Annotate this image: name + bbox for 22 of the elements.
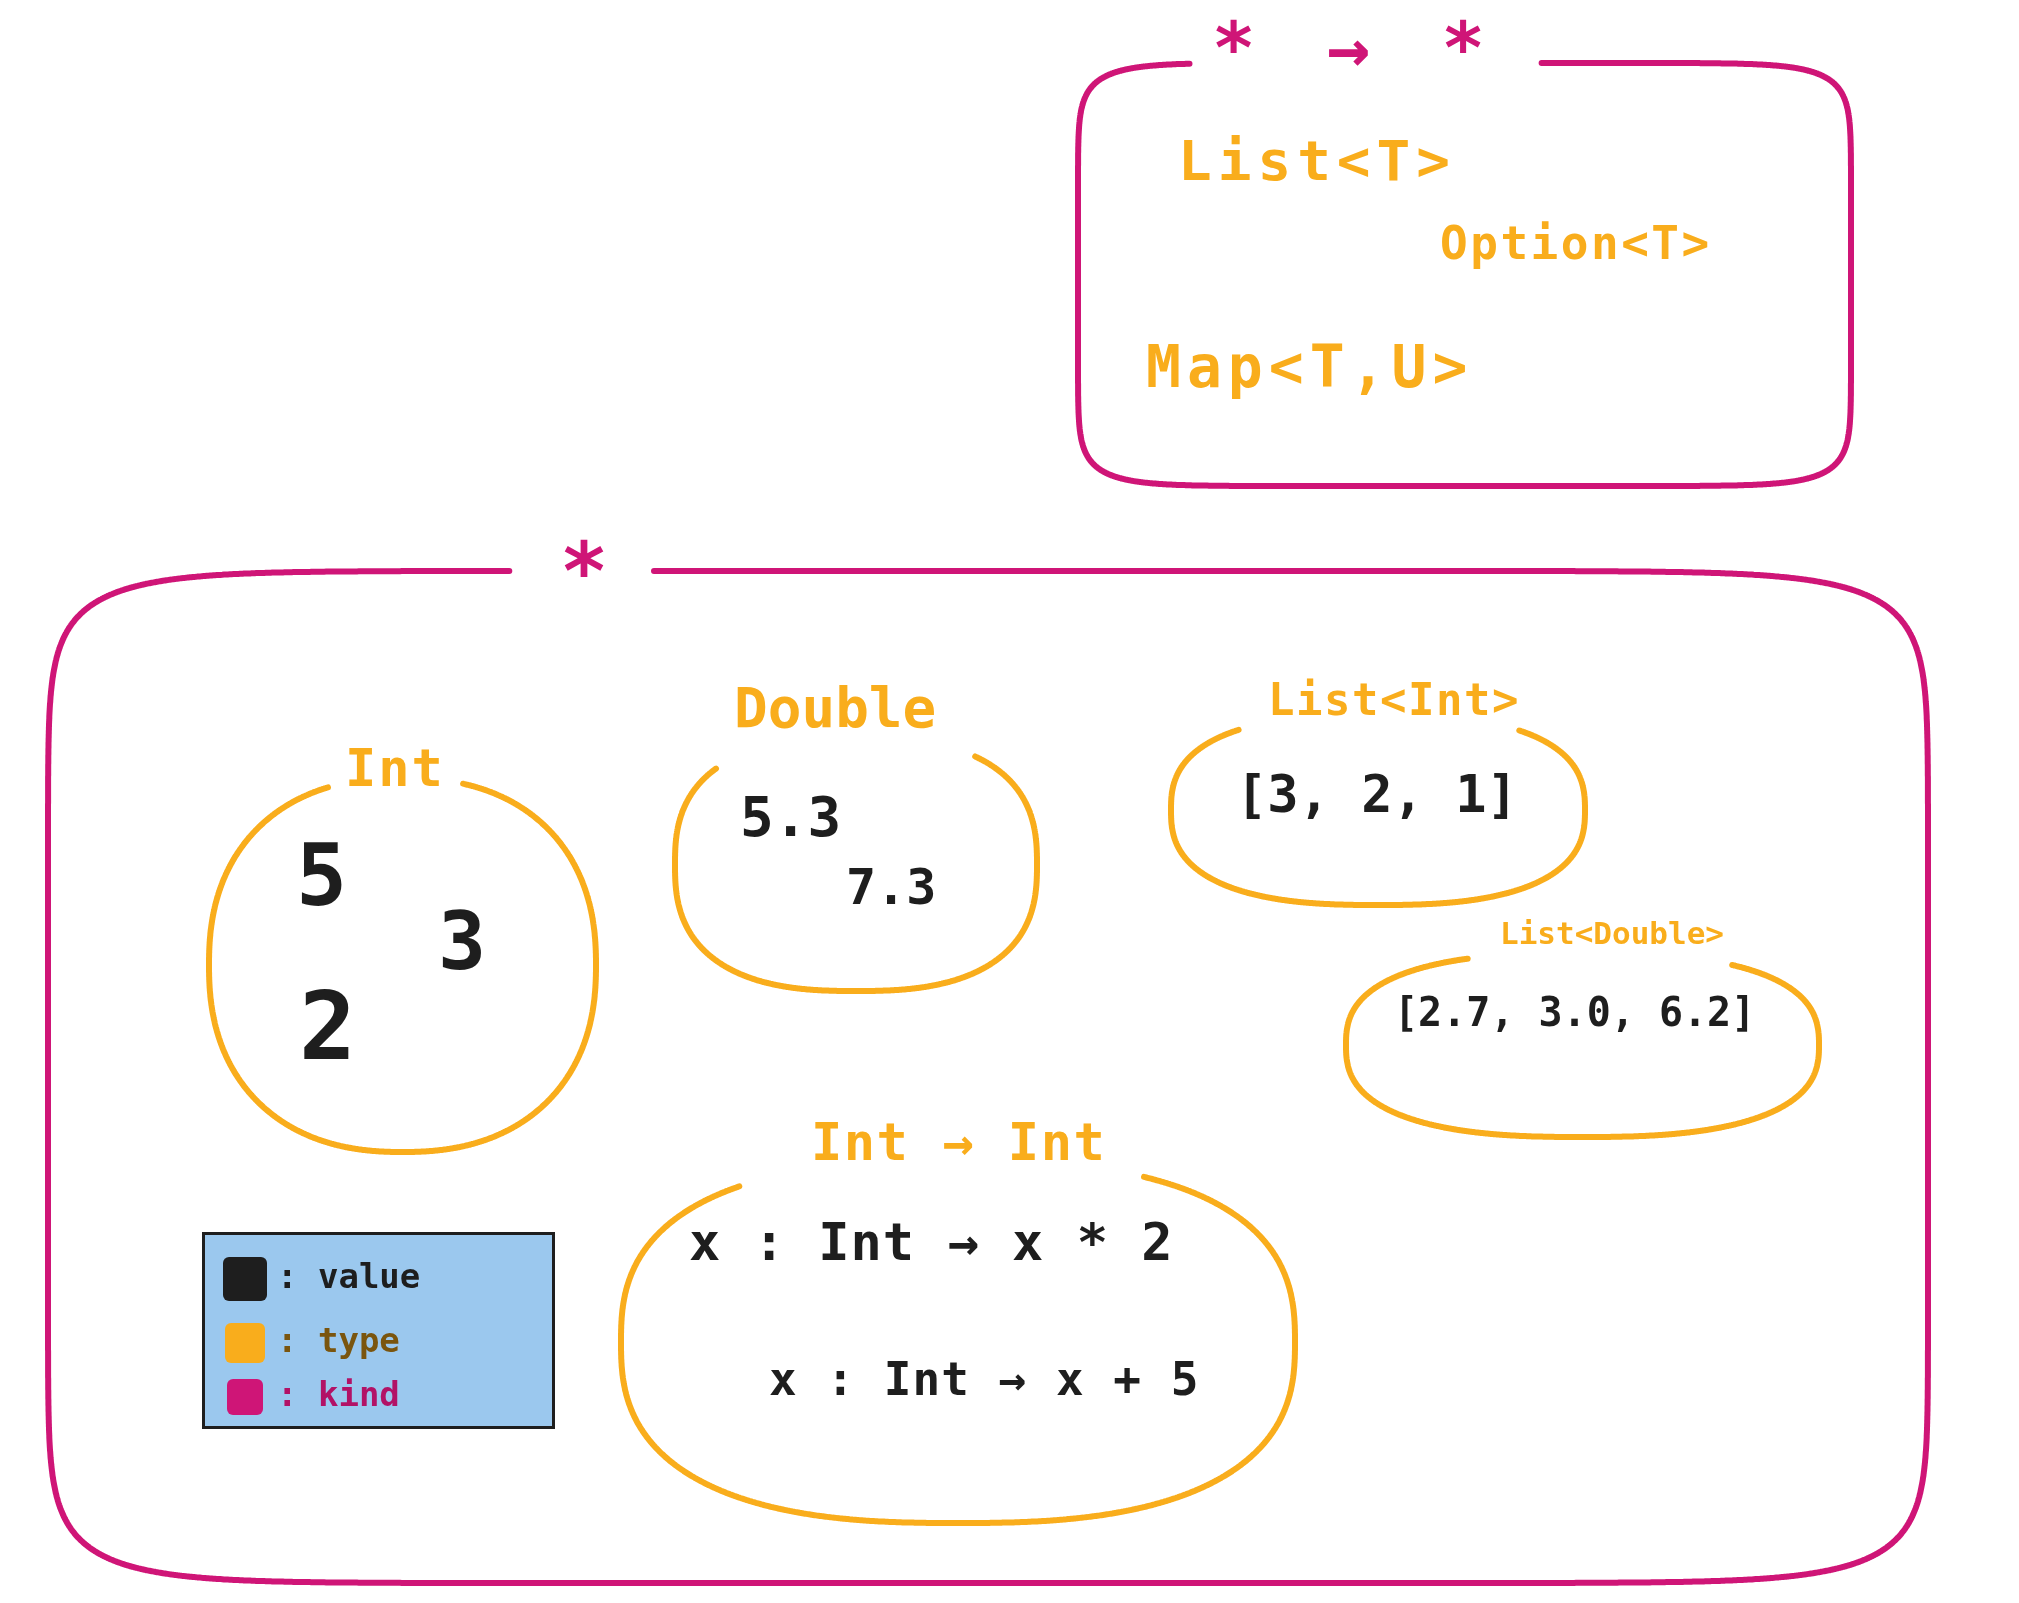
value-text: [3, 2, 1]: [1236, 768, 1518, 820]
value-text: 7.3: [846, 862, 937, 912]
type-name: List<Int>: [1268, 678, 1520, 722]
value-text: 5.3: [740, 789, 842, 845]
type-name: Int: [345, 742, 445, 794]
type-name: Int → Int: [811, 1116, 1107, 1168]
kind-signature: * → *: [1212, 12, 1499, 84]
type-blob: [1343, 918, 1822, 1140]
value-text: [2.7, 3.0, 6.2]: [1394, 992, 1756, 1032]
type-name: List<Double>: [1500, 918, 1724, 949]
type-name: Double: [734, 680, 937, 736]
value-text: 3: [438, 902, 487, 982]
value-text: 5: [296, 833, 348, 918]
value-text: x : Int → x * 2: [689, 1216, 1174, 1268]
legend-label: : type: [277, 1323, 400, 1357]
legend-label: : value: [277, 1259, 421, 1293]
legend-label: : kind: [277, 1377, 400, 1411]
type-blob: [1168, 678, 1588, 908]
value-text: x : Int → x + 5: [769, 1356, 1200, 1402]
type-name: List<T>: [1178, 133, 1456, 189]
value-text: 2: [299, 979, 357, 1074]
kind-signature: *: [560, 532, 609, 612]
